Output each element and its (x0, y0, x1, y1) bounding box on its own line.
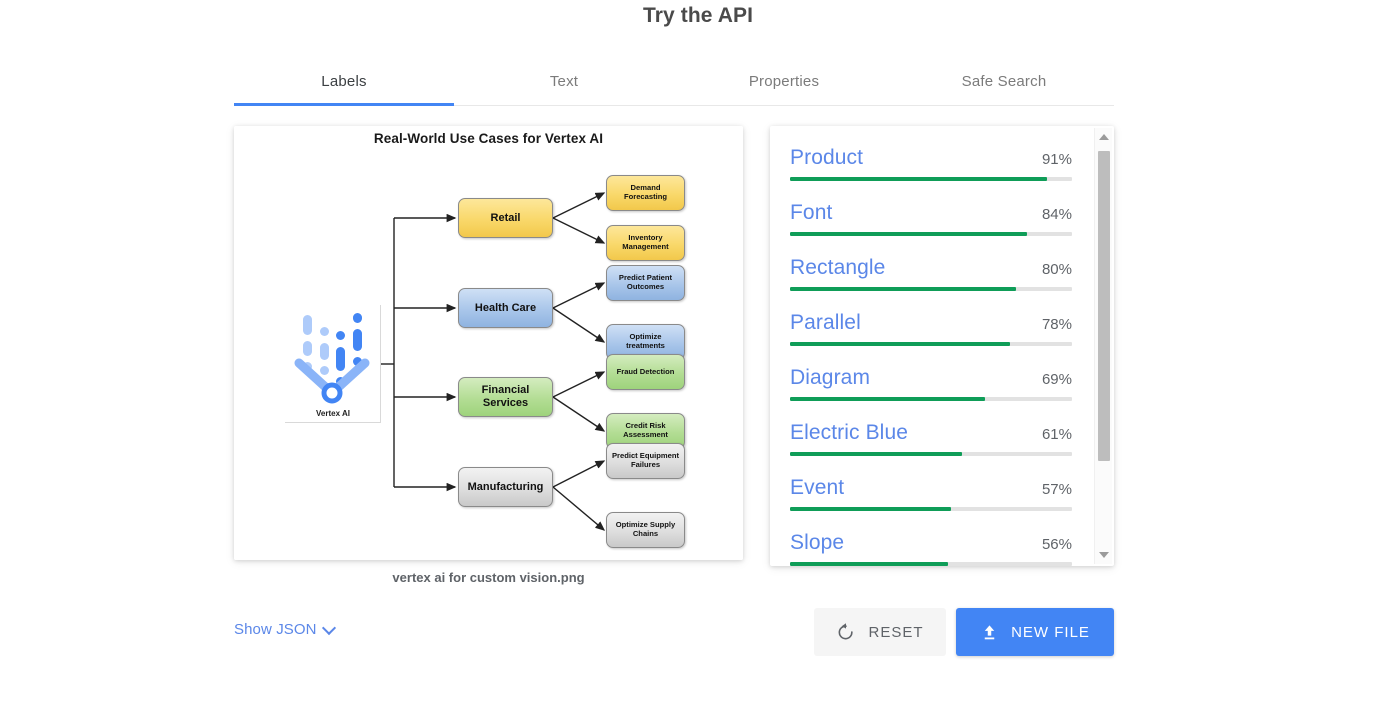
label-result-header: Diagram 69% (790, 366, 1072, 390)
vertex-ai-logo-icon (294, 313, 370, 404)
diagram-image: Real-World Use Cases for Vertex AI (234, 126, 743, 560)
reset-button[interactable]: RESET (814, 608, 946, 656)
diagram-subnode-fraud-detection: Fraud Detection (606, 354, 685, 390)
label-result-header: Product 91% (790, 146, 1072, 170)
label-name[interactable]: Rectangle (790, 256, 886, 279)
upload-icon (984, 624, 995, 639)
tab-safe-search[interactable]: Safe Search (894, 62, 1114, 105)
new-file-label: NEW FILE (1011, 623, 1090, 641)
diagram-subnode-optimize-supply-chains: Optimize Supply Chains (606, 512, 685, 548)
labels-results-panel: Product 91% Font 84% Rectangle 80% Parallel 78%… (770, 126, 1114, 566)
label-score-bar-track (790, 177, 1072, 181)
label-score: 91% (1041, 151, 1072, 168)
label-result-row: Parallel 78% (790, 311, 1072, 346)
diagram-title: Real-World Use Cases for Vertex AI (373, 131, 604, 146)
diagram-node-health-care: Health Care (458, 288, 553, 328)
label-name[interactable]: Diagram (790, 366, 871, 389)
label-result-header: Event 57% (790, 476, 1072, 500)
scroll-up-arrow-icon[interactable] (1095, 128, 1113, 146)
labels-scrollbar[interactable] (1094, 128, 1112, 564)
reset-label: RESET (868, 623, 924, 641)
label-score: 84% (1041, 206, 1072, 223)
label-result-header: Rectangle 80% (790, 256, 1072, 280)
tab-labels[interactable]: Labels (234, 62, 454, 106)
label-score-bar-fill (790, 507, 951, 511)
label-score-bar-track (790, 562, 1072, 566)
label-result-row: Electric Blue 61% (790, 421, 1072, 456)
label-score-bar-fill (790, 177, 1047, 181)
new-file-button[interactable]: NEW FILE (956, 608, 1114, 656)
labels-list: Product 91% Font 84% Rectangle 80% Parallel 78%… (770, 126, 1092, 566)
label-result-row: Slope 56% (790, 531, 1072, 566)
page-title: Try the API (642, 4, 754, 27)
label-score-bar-track (790, 287, 1072, 291)
show-json-label: Show JSON (234, 621, 317, 638)
label-result-row: Diagram 69% (790, 366, 1072, 401)
diagram-node-manufacturing: Manufacturing (458, 467, 553, 507)
tab-properties[interactable]: Properties (674, 62, 894, 105)
label-score-bar-track (790, 452, 1072, 456)
scroll-down-arrow-icon[interactable] (1095, 546, 1113, 564)
label-result-header: Electric Blue 61% (790, 421, 1072, 445)
label-score-bar-track (790, 397, 1072, 401)
label-score-bar-fill (790, 397, 985, 401)
label-score-bar-fill (790, 287, 1016, 291)
label-score-bar-fill (790, 342, 1010, 346)
reset-icon (839, 623, 854, 640)
image-preview-card[interactable]: Real-World Use Cases for Vertex AI (234, 126, 743, 560)
file-name-caption: vertex ai for custom vision.png (392, 570, 585, 585)
label-result-row: Rectangle 80% (790, 256, 1072, 291)
label-score: 56% (1041, 536, 1072, 553)
show-json-toggle[interactable]: Show JSON (234, 621, 336, 638)
label-score-bar-track (790, 232, 1072, 236)
label-result-row: Event 57% (790, 476, 1072, 511)
diagram-subnode-demand-forecasting: Demand Forecasting (606, 175, 685, 211)
label-name[interactable]: Slope (790, 531, 845, 554)
label-score: 78% (1041, 316, 1072, 333)
tab-bar: Labels Text Properties Safe Search (234, 62, 1114, 106)
diagram-node-retail: Retail (458, 198, 553, 238)
label-score: 61% (1041, 426, 1072, 443)
label-result-row: Product 91% (790, 146, 1072, 181)
chevron-down-icon (324, 622, 336, 634)
label-result-header: Font 84% (790, 201, 1072, 225)
diagram-subnode-predict-patient-outcomes: Predict Patient Outcomes (606, 265, 685, 301)
label-result-row: Font 84% (790, 201, 1072, 236)
diagram-node-financial-services: Financial Services (458, 377, 553, 417)
label-score: 69% (1041, 371, 1072, 388)
label-score-bar-fill (790, 452, 963, 456)
label-name[interactable]: Parallel (790, 311, 861, 334)
label-name[interactable]: Electric Blue (790, 421, 909, 444)
tab-text[interactable]: Text (454, 62, 674, 105)
label-score-bar-fill (790, 562, 948, 566)
label-score: 80% (1041, 261, 1072, 278)
label-name[interactable]: Event (790, 476, 845, 499)
diagram-subnode-predict-equipment-failures: Predict Equipment Failures (606, 443, 685, 479)
vertex-ai-source-node: Vertex AI (285, 305, 381, 423)
diagram-subnode-inventory-management: Inventory Management (606, 225, 685, 261)
label-result-header: Slope 56% (790, 531, 1072, 555)
label-name[interactable]: Font (790, 201, 833, 224)
scrollbar-thumb[interactable] (1098, 151, 1110, 461)
label-score-bar-track (790, 507, 1072, 511)
label-result-header: Parallel 78% (790, 311, 1072, 335)
label-name[interactable]: Product (790, 146, 864, 169)
label-score-bar-track (790, 342, 1072, 346)
label-score: 57% (1041, 481, 1072, 498)
vertex-ai-caption: Vertex AI (316, 409, 350, 418)
label-score-bar-fill (790, 232, 1027, 236)
